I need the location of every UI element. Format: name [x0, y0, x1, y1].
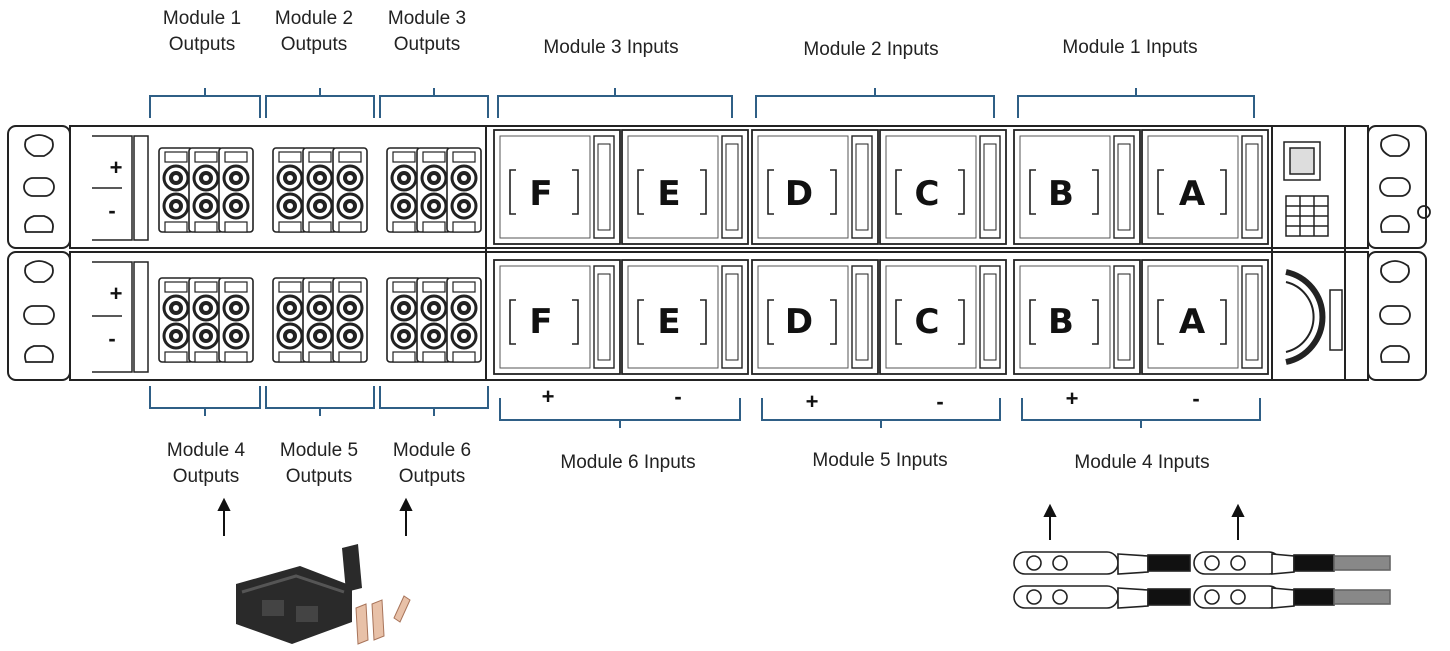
bracket-module3-inputs — [497, 88, 733, 118]
label-module6-inputs: Module 6 Inputs — [560, 452, 696, 473]
bracket-module1-inputs — [1017, 88, 1255, 118]
output-minus-lower: - — [108, 326, 116, 351]
label-module3-inputs: Module 3 Inputs — [543, 37, 679, 58]
output-plus-lower: + — [109, 281, 123, 306]
input-slots-lower — [493, 259, 1269, 375]
bracket-module5-outputs — [265, 386, 375, 416]
module5-minus: - — [936, 389, 944, 414]
fan-icon — [1285, 269, 1326, 365]
label-module2-inputs: Module 2 Inputs — [803, 39, 939, 60]
bracket-module3-outputs — [379, 88, 489, 118]
slot-letter-lower-4: B — [1048, 302, 1074, 342]
left-ear-upper — [7, 125, 71, 249]
slot-letter-lower-1: E — [657, 302, 681, 342]
output-plus-upper: + — [109, 155, 123, 180]
bottom-brackets — [149, 386, 1261, 428]
control-panel — [1283, 141, 1343, 365]
output-polarity-boxes — [92, 135, 149, 373]
bracket-module6-outputs — [379, 386, 489, 416]
bracket-module4-inputs — [1021, 398, 1261, 428]
slot-letter-lower-2: D — [784, 302, 814, 342]
module4-minus: - — [1192, 386, 1200, 411]
right-ear-upper — [1367, 125, 1427, 249]
label-module5-inputs: Module 5 Inputs — [812, 450, 948, 471]
right-ear-lower — [1367, 251, 1427, 381]
output-connector-icon — [236, 544, 411, 645]
label-module4-inputs: Module 4 Inputs — [1074, 452, 1210, 473]
slot-letter-upper-3: C — [914, 174, 940, 214]
module4-plus: + — [1065, 386, 1079, 411]
input-slots-upper — [493, 129, 1269, 245]
bracket-module2-outputs — [265, 88, 375, 118]
module6-plus: + — [541, 384, 555, 409]
label-module1-inputs: Module 1 Inputs — [1062, 37, 1198, 58]
bracket-module5-inputs — [761, 398, 1001, 428]
slot-letter-upper-0: F — [529, 174, 553, 214]
left-ear-lower — [7, 251, 71, 381]
ring-lug-cables-icon — [1013, 551, 1391, 609]
slot-letter-lower-3: C — [914, 302, 940, 342]
bracket-module6-inputs — [499, 398, 741, 428]
slot-letter-lower-0: F — [529, 302, 553, 342]
bracket-module4-outputs — [149, 386, 261, 416]
arrows — [217, 497, 1245, 540]
module5-plus: + — [805, 389, 819, 414]
ear-holes — [23, 134, 1431, 363]
top-brackets — [149, 88, 1255, 118]
slot-letter-upper-5: A — [1178, 174, 1206, 214]
output-minus-upper: - — [108, 198, 116, 223]
bracket-module1-outputs — [149, 88, 261, 118]
bracket-module2-inputs — [755, 88, 995, 118]
output-terminals-upper — [157, 146, 483, 234]
slot-letter-lower-5: A — [1178, 302, 1206, 342]
slot-letter-upper-4: B — [1048, 174, 1074, 214]
output-terminals-lower — [157, 276, 483, 364]
slot-letter-upper-1: E — [657, 174, 681, 214]
module6-minus: - — [674, 384, 682, 409]
slot-letter-upper-2: D — [784, 174, 814, 214]
